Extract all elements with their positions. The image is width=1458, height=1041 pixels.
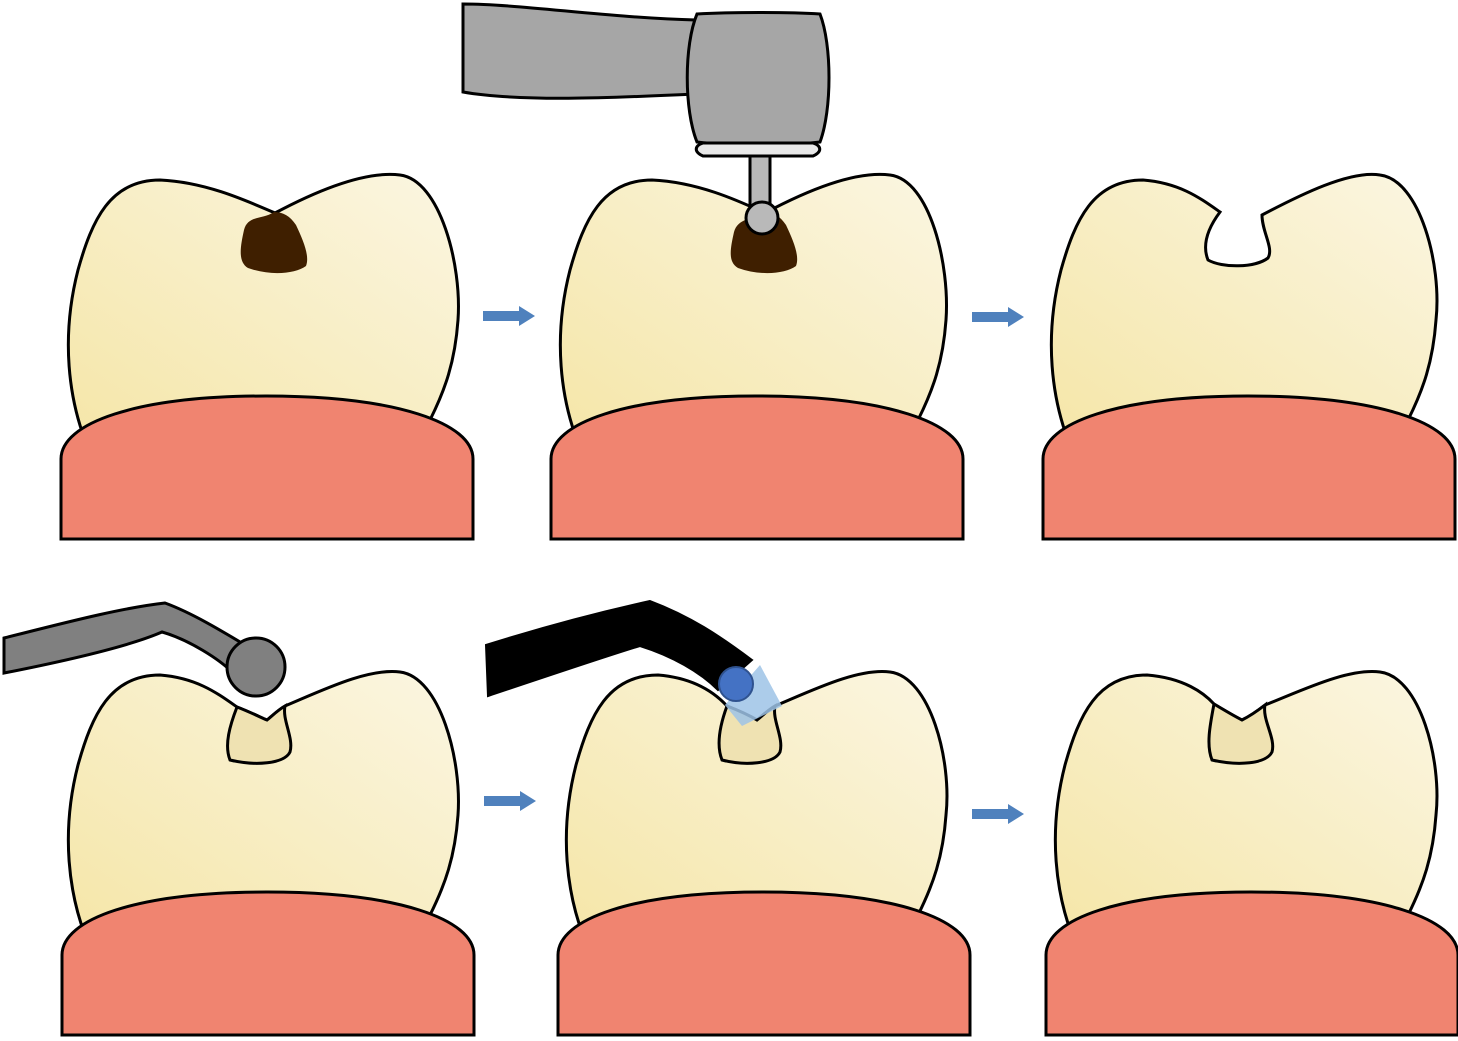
gum bbox=[556, 890, 972, 1037]
step-restored-tooth bbox=[1044, 670, 1458, 1037]
step-filling-applied bbox=[2, 601, 476, 1037]
drill-handle bbox=[461, 2, 698, 100]
drill-burr bbox=[744, 200, 780, 236]
filling-applicator-icon bbox=[2, 601, 287, 698]
arrow-right-icon bbox=[972, 804, 1024, 824]
filling-material bbox=[226, 703, 293, 765]
dental-drill-icon bbox=[461, 2, 831, 236]
filling-material bbox=[717, 703, 783, 765]
gum bbox=[59, 394, 475, 541]
curing-light-icon bbox=[484, 599, 782, 726]
curing-beam bbox=[725, 665, 782, 726]
applicator-arm bbox=[2, 601, 253, 675]
curing-light-body bbox=[484, 599, 754, 698]
drill-collar bbox=[694, 141, 822, 158]
tooth bbox=[1049, 172, 1439, 442]
arrow-right-icon bbox=[972, 307, 1024, 327]
step-decay bbox=[59, 172, 475, 541]
drill-head bbox=[685, 11, 831, 147]
gum bbox=[60, 890, 476, 1037]
arrow-right-icon bbox=[483, 306, 535, 326]
step-drilling bbox=[461, 2, 965, 541]
gum bbox=[1044, 890, 1458, 1037]
curing-light-tip bbox=[718, 666, 754, 702]
gum bbox=[549, 394, 965, 541]
filling-material bbox=[1207, 701, 1275, 765]
decay-cavity bbox=[240, 212, 308, 274]
gum bbox=[1041, 394, 1457, 541]
arrow-right-icon bbox=[484, 791, 536, 811]
step-prepared-cavity bbox=[1041, 172, 1457, 541]
applicator-tip bbox=[225, 636, 287, 698]
step-light-curing bbox=[484, 599, 972, 1037]
